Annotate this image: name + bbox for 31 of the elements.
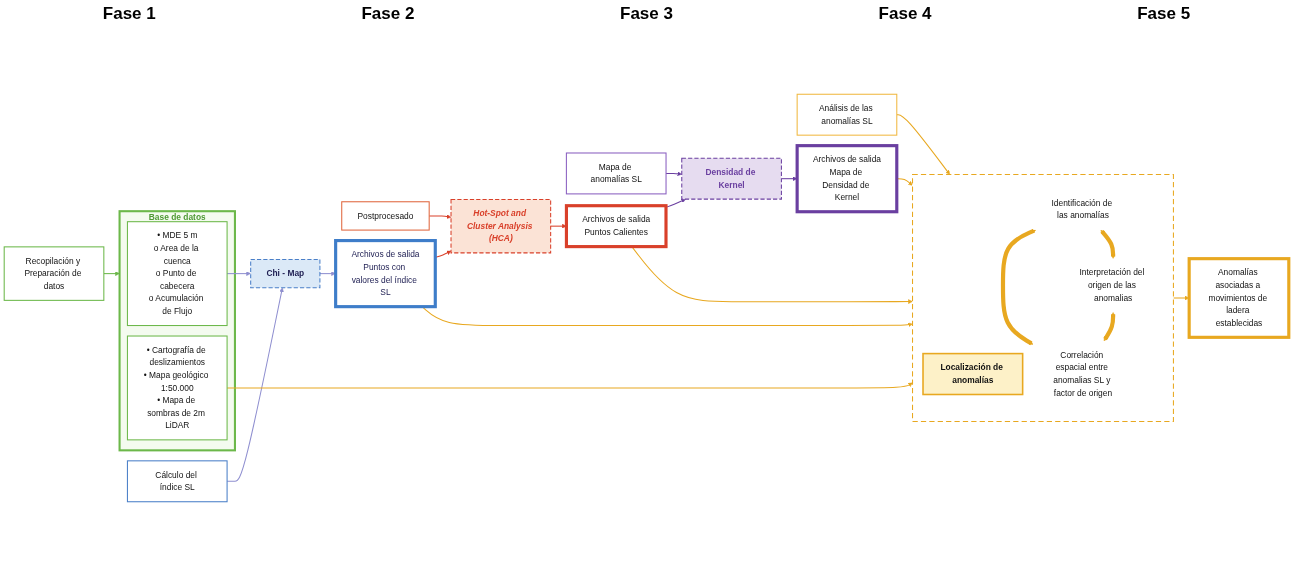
node-box: Hot-Spot and Cluster Analysis (HCA) — [450, 198, 552, 254]
node-box: Cálculo del índice SL — [126, 460, 228, 503]
node-box: Postprocesado — [341, 201, 430, 231]
arrow — [103, 271, 120, 276]
node-box: Análisis de las anomalías SL — [796, 93, 898, 136]
node-box: Chi - Map — [250, 258, 321, 289]
arrow — [1000, 228, 1037, 346]
node-text: Identificación de las anomalías — [1051, 198, 1113, 220]
cluster — [912, 173, 1174, 423]
phase-heading: Fase 2 — [361, 4, 415, 24]
node-box: Localización de anomalías — [922, 352, 1024, 396]
arrow — [1100, 229, 1116, 259]
node-box: Archivos de salida Puntos Calientes — [564, 204, 668, 249]
phase-heading: Fase 4 — [878, 4, 932, 24]
node-box: • Cartografía de deslizamientos • Mapa geológico 1:50.000 • Mapa de sombras de 2m LiDAR — [126, 335, 228, 441]
node-box: Densidad de Kernel — [681, 157, 782, 200]
node-text: Correlación espacial entre anomalias SL y factor de origen — [1053, 350, 1113, 398]
arrow — [631, 246, 913, 304]
phase-heading: Fase 1 — [102, 4, 156, 24]
node-box: Recopilación y Preparación de datos — [3, 246, 105, 301]
node-box: Archivos de salida Mapa de Densidad de Kernel — [795, 144, 899, 214]
arrow — [896, 114, 950, 175]
arrow — [421, 306, 913, 328]
node-box: Archivos de salida Puntos con valores del índice SL — [334, 239, 437, 309]
arrow — [1103, 312, 1116, 342]
phase-heading: Fase 3 — [620, 4, 673, 24]
phase-heading: Fase 5 — [1137, 4, 1191, 24]
node-box: Mapa de anomalías SL — [565, 152, 667, 195]
node-box: • MDE 5 m o Area de la cuenca o Punto de cabecera o Acumulación de Flujo — [126, 221, 228, 327]
node-box: Anomalías asociadas a movimientos de ladera establecidas — [1187, 257, 1291, 339]
node-text: Interpretación del origen de las anomalias — [1079, 268, 1145, 303]
